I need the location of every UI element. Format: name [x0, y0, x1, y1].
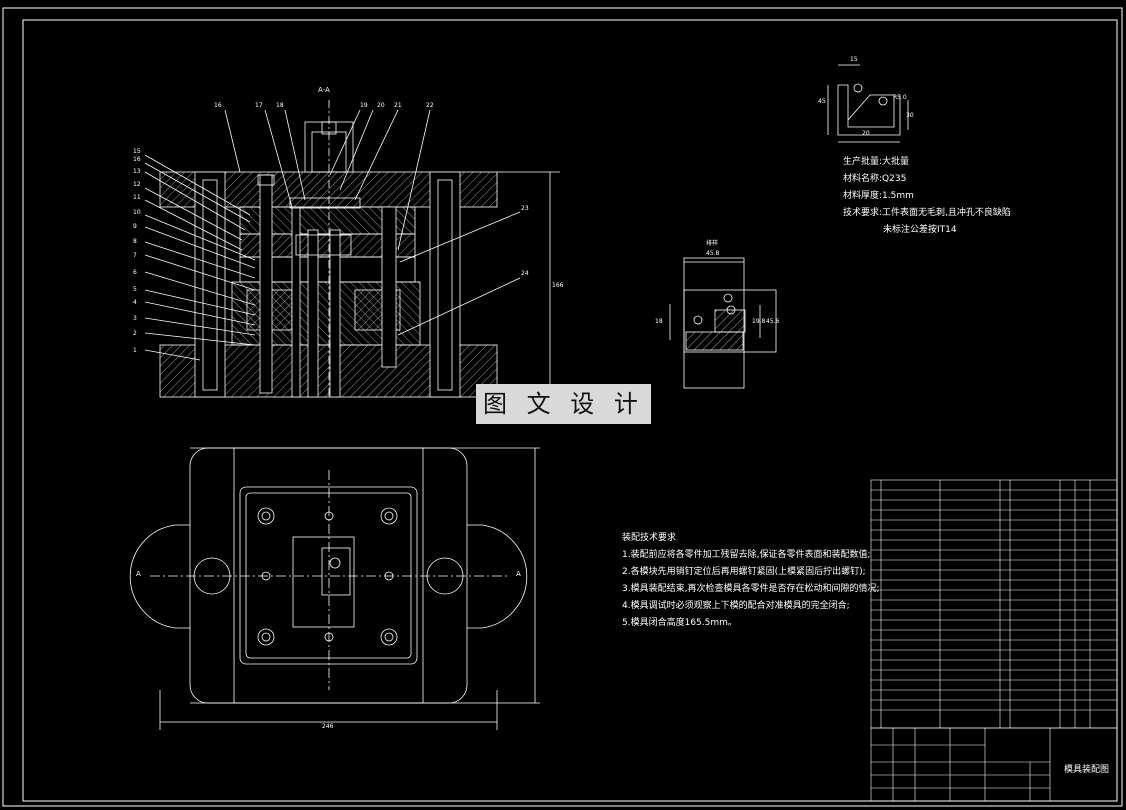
watermark-label: 图 文 设 计 — [476, 384, 651, 424]
part-sketch — [827, 64, 909, 143]
part-number-top-20: 20 — [377, 102, 385, 109]
plan-view — [129, 447, 540, 730]
assembly-note-1: 1.装配前应将各零件加工残留去除,保证各零件表面和装配数值; — [622, 550, 871, 560]
section-title: A-A — [318, 86, 330, 94]
part-number-12: 12 — [133, 181, 141, 188]
material-notes: 生产批量:大批量 材料名称:Q235 材料厚度:1.5mm 技术要求:工件表面无… — [843, 154, 1011, 239]
part-number-top-19: 19 — [360, 102, 368, 109]
sketch-dim-4: 30 — [906, 112, 914, 119]
part-number-2: 2 — [133, 330, 137, 337]
part-number-9: 9 — [133, 223, 137, 230]
sketch-dim-1: 15 — [850, 56, 858, 63]
drawing-frame — [22, 19, 1118, 802]
drawing-name: 模具装配图 — [1064, 765, 1110, 775]
assembly-note-3: 3.模具装配结束,再次检查模具各零件是否存在松动和间隙的情况; — [622, 584, 880, 594]
part-number-16: 16 — [133, 156, 141, 163]
part-number-13: 13 — [133, 168, 141, 175]
part-number-11: 11 — [133, 194, 141, 201]
part-number-5: 5 — [133, 286, 137, 293]
strip-detail-label: 排样 — [706, 240, 719, 247]
sketch-dim-3: 20 — [862, 130, 870, 137]
material-line-5: 未标注公差按IT14 — [883, 225, 957, 235]
dim-width: 246 — [322, 723, 334, 730]
sheet-border — [2, 7, 1123, 807]
assembly-notes: 装配技术要求 1.装配前应将各零件加工残留去除,保证各零件表面和装配数值; 2.… — [622, 530, 879, 632]
part-number-8: 8 — [133, 238, 137, 245]
sketch-dim-2: 45 — [818, 98, 826, 105]
strip-layout — [669, 257, 777, 389]
assembly-note-5: 5.模具闭合高度165.5mm。 — [622, 618, 737, 628]
part-number-1: 1 — [133, 347, 137, 354]
material-line-1: 生产批量:大批量 — [843, 157, 910, 167]
material-line-4: 技术要求:工件表面无毛刺,且冲孔不良缺陷 — [843, 208, 1011, 218]
title-block — [870, 479, 1118, 802]
assembly-note-2: 2.各模块先用销钉定位后再用螺钉紧固(上模紧固后拧出螺钉); — [622, 567, 866, 577]
material-line-3: 材料厚度:1.5mm — [843, 191, 914, 201]
material-line-2: 材料名称:Q235 — [843, 174, 907, 184]
part-number-24: 24 — [521, 270, 529, 277]
part-number-4: 4 — [133, 299, 137, 306]
part-number-10: 10 — [133, 209, 141, 216]
view-marker-left: A — [136, 570, 141, 578]
part-number-top-17: 17 — [255, 102, 263, 109]
part-number-15: 15 — [133, 148, 141, 155]
part-number-top-21: 21 — [394, 102, 402, 109]
part-number-3: 3 — [133, 315, 137, 322]
strip-dim-top: 45.8 — [706, 250, 720, 257]
assembly-note-4: 4.模具调试时必须观察上下模的配合对准模具的完全闭合; — [622, 601, 850, 611]
sketch-dim-5: R5.0 — [893, 94, 907, 101]
strip-dim-right2: 45.6 — [766, 318, 780, 325]
section-view — [144, 100, 560, 398]
part-number-7: 7 — [133, 252, 137, 259]
strip-dim-left: 18 — [655, 318, 663, 325]
part-number-top-18: 18 — [276, 102, 284, 109]
dim-height: 166 — [552, 282, 564, 289]
part-number-top-16: 16 — [214, 102, 222, 109]
part-number-6: 6 — [133, 269, 137, 276]
strip-dim-right1: 19.8 — [752, 318, 766, 325]
part-number-top-22: 22 — [426, 102, 434, 109]
assembly-notes-title: 装配技术要求 — [622, 533, 677, 543]
view-marker-right: A — [516, 570, 521, 578]
part-number-23: 23 — [521, 205, 529, 212]
